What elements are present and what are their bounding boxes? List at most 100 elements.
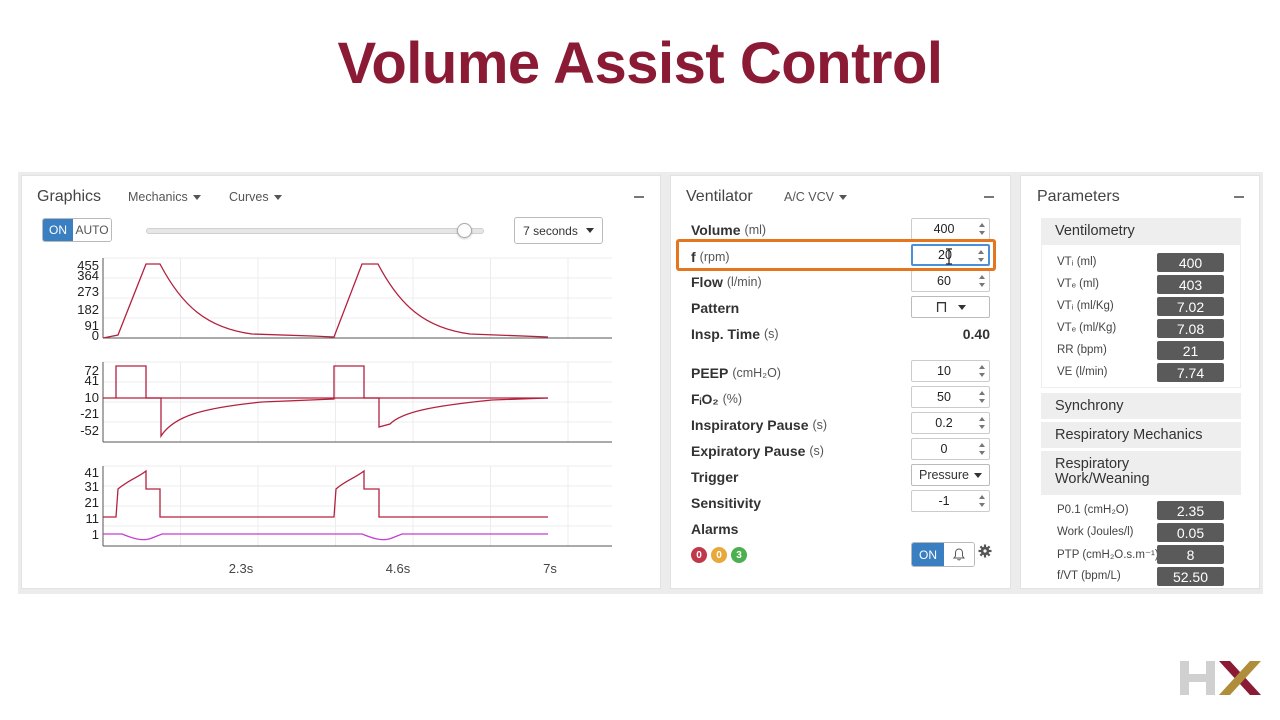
alarm-low-count[interactable]: 3: [731, 547, 747, 563]
graphics-title: Graphics: [37, 188, 102, 205]
collapse-icon[interactable]: [1234, 196, 1244, 198]
volume-tick: 273: [77, 284, 99, 299]
parameters-title: Parameters: [1037, 188, 1120, 205]
x-tick: 2.3s: [229, 561, 254, 576]
gear-icon[interactable]: [978, 544, 992, 563]
section-respiratory-mechanics[interactable]: Respiratory Mechanics: [1041, 422, 1241, 448]
param-value: 400: [1157, 253, 1224, 272]
pressure-tick: 1: [92, 527, 99, 542]
curves-dropdown[interactable]: Curves: [229, 190, 282, 204]
insp-time-label: Insp. Time(s): [691, 326, 779, 342]
collapse-icon[interactable]: [984, 196, 994, 198]
frequency-label: f(rpm): [691, 249, 730, 265]
flow-tick: 41: [85, 373, 99, 388]
parameters-panel: Parameters Ventilometry VTᵢ (ml) 400 VTₑ…: [1020, 175, 1260, 589]
pressure-tick: 21: [85, 495, 99, 510]
expiratory-pause-stepper[interactable]: 0: [911, 438, 990, 460]
peep-label: PEEP(cmH₂O): [691, 365, 781, 381]
fio2-label: FᵢO₂(%): [691, 391, 743, 407]
param-label: VE (l/min): [1057, 366, 1108, 378]
param-value: 8: [1157, 545, 1224, 564]
graphics-panel: Graphics Mechanics Curves ON AUTO 7 seco…: [21, 175, 661, 589]
trigger-select[interactable]: Pressure: [911, 464, 990, 486]
alarms-label: Alarms: [691, 521, 739, 537]
param-label: RR (bpm): [1057, 344, 1107, 356]
bell-icon[interactable]: [944, 543, 974, 566]
volume-tick: 91: [85, 318, 99, 333]
param-value: 7.02: [1157, 297, 1224, 316]
spinner-arrows-icon[interactable]: [978, 442, 986, 456]
spinner-arrows-icon[interactable]: [977, 249, 985, 263]
alarm-medium-count[interactable]: 0: [711, 547, 727, 563]
param-value: 403: [1157, 275, 1224, 294]
chevron-down-icon: [839, 195, 848, 201]
param-label: P0.1 (cmH₂O): [1057, 504, 1129, 516]
section-work-weaning[interactable]: Respiratory Work/Weaning: [1041, 451, 1241, 495]
time-slider-handle[interactable]: [456, 223, 472, 238]
chevron-down-icon: [974, 472, 983, 478]
frequency-highlight: [676, 239, 996, 271]
section-work-line2: Work/Weaning: [1055, 471, 1150, 487]
volume-stepper[interactable]: 400: [911, 218, 990, 240]
pressure-waveform: [103, 469, 548, 518]
param-label: VTᵢ (ml): [1057, 256, 1097, 268]
chevron-down-icon: [585, 228, 594, 233]
volume-tick: 182: [77, 302, 99, 317]
flow-tick: -21: [80, 406, 99, 421]
flow-stepper[interactable]: 60: [911, 270, 990, 292]
alarm-high-count[interactable]: 0: [691, 547, 707, 563]
waveform-charts: 455 364 273 182 91 0 72 41 10 -21 -52 41…: [77, 257, 612, 576]
param-label: f/VT (bpm/L): [1057, 570, 1121, 582]
spinner-arrows-icon[interactable]: [978, 390, 986, 404]
spinner-arrows-icon[interactable]: [978, 274, 986, 288]
hx-logo: HX: [1180, 661, 1261, 695]
expiratory-pause-label: Expiratory Pause(s): [691, 443, 824, 459]
pressure-low-waveform: [103, 533, 548, 541]
flow-label: Flow(l/min): [691, 274, 762, 290]
volume-label: Volume(ml): [691, 222, 767, 238]
pattern-select[interactable]: ⊓: [911, 296, 990, 318]
ventilometry-body: [1041, 244, 1241, 388]
graphics-on-auto-toggle[interactable]: ON AUTO: [42, 218, 112, 242]
alarms-on[interactable]: ON: [912, 543, 944, 566]
slide-title: Volume Assist Control: [337, 31, 943, 96]
param-label: VTₑ (ml): [1057, 278, 1099, 290]
alarms-toggle[interactable]: ON: [911, 542, 975, 567]
collapse-icon[interactable]: [634, 196, 644, 198]
volume-tick: 0: [92, 328, 99, 343]
fio2-stepper[interactable]: 50: [911, 386, 990, 408]
volume-tick: 455: [77, 258, 99, 273]
spinner-arrows-icon[interactable]: [978, 494, 986, 508]
toggle-auto[interactable]: AUTO: [73, 219, 111, 241]
param-value: 0.05: [1157, 523, 1224, 542]
spinner-arrows-icon[interactable]: [978, 222, 986, 236]
inspiratory-pause-stepper[interactable]: 0.2: [911, 412, 990, 434]
spinner-arrows-icon[interactable]: [978, 416, 986, 430]
sensitivity-label: Sensitivity: [691, 495, 762, 511]
x-tick: 7s: [543, 561, 557, 576]
param-value: 2.35: [1157, 501, 1224, 520]
param-label: PTP (cmH₂O.s.m⁻¹): [1057, 549, 1159, 561]
section-synchrony[interactable]: Synchrony: [1041, 393, 1241, 419]
time-window-select[interactable]: 7 seconds: [514, 217, 603, 244]
mechanics-dropdown[interactable]: Mechanics: [128, 190, 201, 204]
param-value: 52.50: [1157, 567, 1224, 586]
volume-waveform: [102, 263, 549, 339]
trigger-label: Trigger: [691, 469, 739, 485]
volume-tick: 364: [77, 268, 99, 283]
param-value: 7.08: [1157, 319, 1224, 338]
peep-stepper[interactable]: 10: [911, 360, 990, 382]
param-value: 21: [1157, 341, 1224, 360]
frequency-stepper[interactable]: 20: [911, 244, 990, 266]
param-label: Work (Joules/l): [1057, 526, 1134, 538]
ventilator-title: Ventilator: [686, 188, 753, 205]
x-tick: 4.6s: [386, 561, 411, 576]
time-slider-track[interactable]: [146, 228, 484, 234]
mode-dropdown[interactable]: A/C VCV: [784, 190, 848, 204]
toggle-on[interactable]: ON: [43, 219, 73, 241]
flow-tick: 72: [85, 363, 99, 378]
sensitivity-stepper[interactable]: -1: [911, 490, 990, 512]
section-ventilometry[interactable]: Ventilometry: [1041, 218, 1241, 244]
ventilator-panel: Ventilator A/C VCV Volume(ml) 400 f(rpm)…: [670, 175, 1011, 589]
spinner-arrows-icon[interactable]: [978, 364, 986, 378]
